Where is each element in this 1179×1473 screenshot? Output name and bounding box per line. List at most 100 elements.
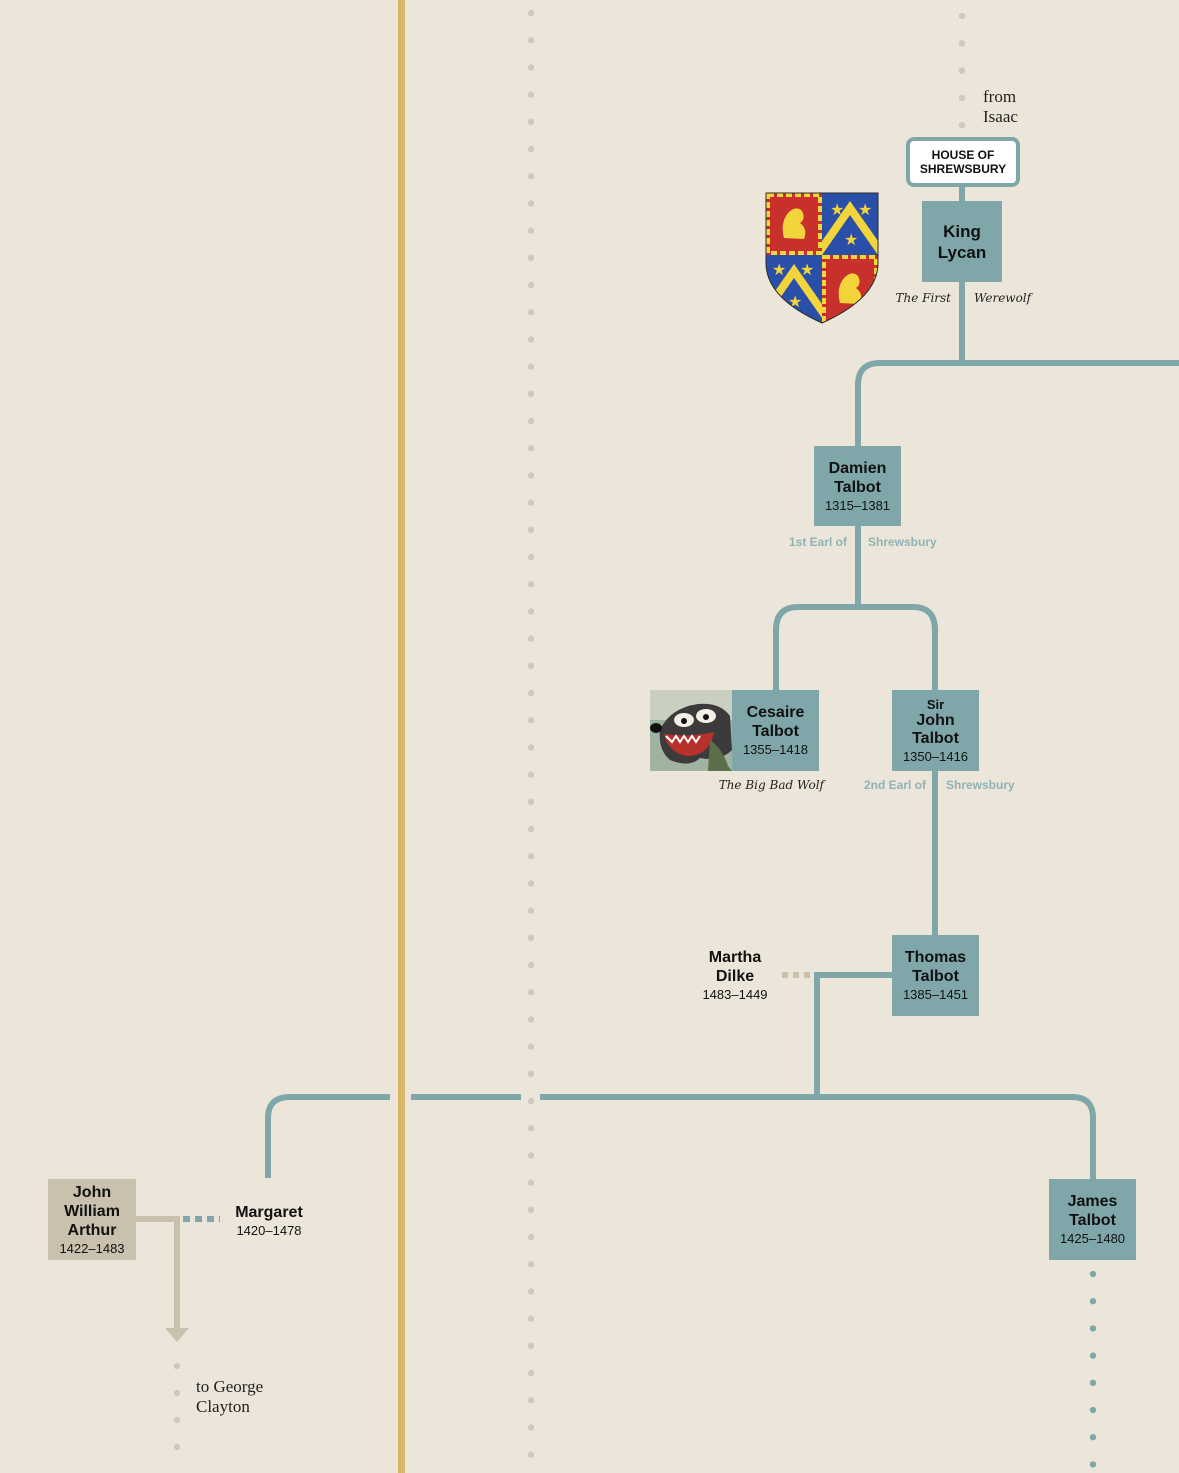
- martha-line2: Dilke: [715, 968, 755, 985]
- guide-dot: [527, 1125, 535, 1132]
- person-cesaire-talbot[interactable]: Cesaire Talbot 1355–1418: [732, 690, 819, 771]
- guide-dot: [527, 689, 535, 697]
- king-lycan-line1: King: [943, 221, 981, 241]
- guide-dot: [527, 1070, 535, 1078]
- svg-text:★: ★: [844, 232, 858, 249]
- guide-dot: [527, 1397, 535, 1404]
- descendant-dot: [1089, 1379, 1097, 1387]
- person-margaret[interactable]: Margaret 1420–1478: [232, 1203, 306, 1239]
- guide-dot: [527, 961, 535, 969]
- sir-john-title-right: Shrewsbury: [946, 778, 1015, 792]
- to-note: to George Clayton: [196, 1377, 263, 1417]
- guide-dot: [527, 1016, 535, 1023]
- descendant-dot: [1089, 1434, 1097, 1441]
- arrow-line-john-william: [135, 1216, 180, 1330]
- guide-dot: [527, 1451, 535, 1458]
- thomas-line2: Talbot: [912, 968, 959, 985]
- guide-dot: [958, 67, 966, 74]
- guide-dot: [527, 309, 535, 316]
- guide-dot: [173, 1362, 181, 1370]
- guide-dot: [527, 200, 535, 207]
- john-william-line2: William: [64, 1202, 120, 1220]
- house-line1: HOUSE OF: [931, 148, 995, 162]
- guide-dot: [527, 1179, 535, 1186]
- from-note-line2: Isaac: [983, 107, 1018, 126]
- damien-line2: Talbot: [834, 478, 881, 496]
- descendant-dot: [1089, 1325, 1097, 1332]
- person-james-talbot[interactable]: James Talbot 1425–1480: [1049, 1179, 1136, 1260]
- guide-dot: [527, 173, 535, 180]
- sir-john-line0: Sir: [926, 696, 945, 712]
- cesaire-years: 1355–1418: [742, 742, 809, 757]
- house-of-shrewsbury-label: HOUSE OF SHREWSBURY: [906, 137, 1020, 187]
- guide-dot: [958, 122, 966, 129]
- guide-dot: [527, 9, 535, 17]
- guide-dot: [527, 798, 535, 805]
- guide-dot: [527, 336, 535, 343]
- descendant-dot: [1089, 1406, 1097, 1414]
- timeline-gold-line: [398, 0, 405, 1473]
- guide-dot: [527, 1424, 535, 1431]
- guide-dot: [527, 118, 535, 126]
- james-line1: James: [1067, 1193, 1118, 1210]
- guide-dot: [958, 40, 966, 47]
- person-king-lycan[interactable]: King Lycan: [922, 201, 1002, 282]
- guide-dot: [527, 1342, 535, 1350]
- guide-dot: [958, 12, 966, 20]
- guide-dot: [527, 880, 535, 887]
- guide-dot: [527, 1315, 535, 1322]
- guide-dot: [527, 581, 535, 588]
- descendant-dot: [1089, 1461, 1097, 1468]
- john-william-years: 1422–1483: [59, 1240, 125, 1256]
- person-damien-talbot[interactable]: Damien Talbot 1315–1381: [814, 446, 901, 526]
- descendant-dot: [1089, 1352, 1097, 1359]
- guide-dot: [527, 853, 535, 860]
- guide-dot: [527, 363, 535, 370]
- line-thomas-spouse: [814, 972, 892, 1097]
- svg-text:★: ★: [800, 262, 814, 279]
- sir-john-line2: Talbot: [912, 729, 959, 747]
- damien-line1: Damien: [828, 459, 887, 477]
- guide-dot: [958, 94, 966, 102]
- guide-dot: [527, 771, 535, 778]
- guide-dot: [527, 417, 535, 425]
- guide-dot: [173, 1389, 181, 1397]
- to-note-line1: to George: [196, 1377, 264, 1396]
- guide-dot: [527, 608, 535, 615]
- line-king-branch: [855, 360, 1179, 446]
- guide-dot: [527, 91, 535, 98]
- guide-dot: [527, 1369, 535, 1377]
- guide-dot: [527, 1288, 535, 1295]
- guide-dot: [527, 254, 535, 261]
- guide-dot: [527, 445, 535, 452]
- guide-dot: [527, 64, 535, 71]
- guide-dot: [527, 1233, 535, 1241]
- guide-dot: [527, 499, 535, 506]
- king-lycan-title-right: Werewolf: [974, 291, 1032, 305]
- line-damien-branch: [773, 604, 938, 690]
- guide-dot: [527, 553, 535, 561]
- james-line2: Talbot: [1069, 1212, 1116, 1229]
- person-thomas-talbot[interactable]: Thomas Talbot 1385–1451: [892, 935, 979, 1016]
- svg-text:★: ★: [858, 202, 872, 219]
- damien-title-left: 1st Earl of: [788, 535, 847, 549]
- guide-dot: [527, 662, 535, 669]
- guide-dot: [527, 1261, 535, 1268]
- guide-dot: [527, 1097, 535, 1105]
- guide-dot: [527, 37, 535, 44]
- coat-of-arms-icon: ★ ★ ★ ★ ★ ★: [765, 192, 879, 324]
- guide-dot: [527, 744, 535, 751]
- arrow-head-icon: [165, 1328, 189, 1342]
- person-john-william-arthur[interactable]: John William Arthur 1422–1483: [48, 1179, 136, 1260]
- damien-years: 1315–1381: [824, 497, 891, 513]
- from-note: from Isaac: [983, 87, 1018, 127]
- person-martha-dilke[interactable]: Martha Dilke 1483–1449: [695, 948, 775, 1003]
- cesaire-line1: Cesaire: [746, 704, 805, 721]
- guide-dot: [173, 1416, 181, 1424]
- person-sir-john-talbot[interactable]: Sir John Talbot 1350–1416: [892, 690, 979, 771]
- martha-years: 1483–1449: [702, 987, 768, 1002]
- guide-dot: [527, 227, 535, 234]
- guide-dot: [527, 281, 535, 289]
- guide-dot: [527, 934, 535, 941]
- guide-dot: [527, 1043, 535, 1050]
